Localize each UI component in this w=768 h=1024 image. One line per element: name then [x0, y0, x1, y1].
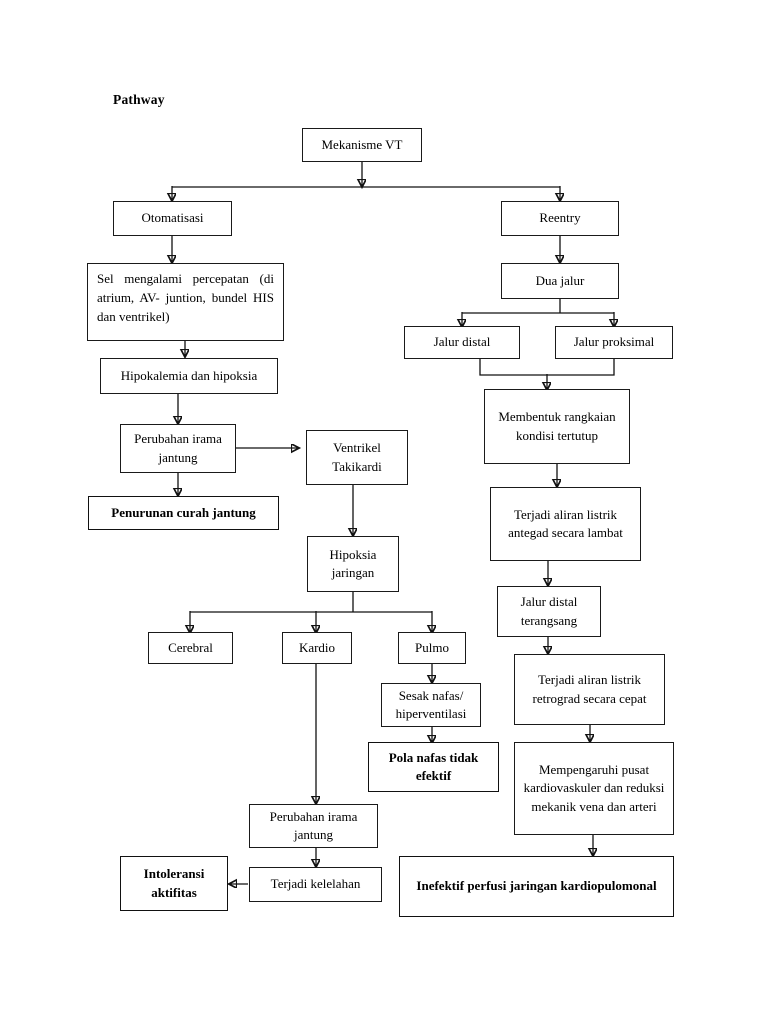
node-label: Terjadi aliran listrik retrograd secara …: [532, 672, 647, 706]
node-label: Hipoksia jaringan: [329, 546, 377, 580]
node-membentuk-rangkaian[interactable]: Membentuk rangkaian kondisi tertutup: [484, 389, 630, 464]
node-label: Dua jalur: [535, 272, 585, 288]
node-label: Jalur distal: [433, 334, 491, 350]
node-ventrikel-takikardi[interactable]: Ventrikel Takikardi: [306, 430, 408, 485]
node-terjadi-aliran-retrograd[interactable]: Terjadi aliran listrik retrograd secara …: [514, 654, 665, 725]
node-label: Inefektif perfusi jaringan kardiopulomon…: [416, 878, 657, 894]
node-otomatisasi[interactable]: Otomatisasi: [113, 201, 232, 236]
node-label: Sel mengalami percepatan (di atrium, AV-…: [97, 271, 274, 325]
node-perubahan-irama-jantung[interactable]: Perubahan irama jantung: [120, 424, 236, 473]
node-terjadi-aliran-antegad[interactable]: Terjadi aliran listrik antegad secara la…: [490, 487, 641, 561]
node-hipoksia-jaringan[interactable]: Hipoksia jaringan: [307, 536, 399, 592]
node-label: Mempengaruhi pusat kardiovaskuler dan re…: [523, 761, 665, 814]
node-mekanisme-vt[interactable]: Mekanisme VT: [302, 128, 422, 162]
node-label: Kardio: [298, 639, 336, 655]
node-label: Terjadi aliran listrik antegad secara la…: [508, 506, 623, 540]
node-dua-jalur[interactable]: Dua jalur: [501, 263, 619, 299]
node-label: Sesak nafas/ hiperventilasi: [395, 687, 467, 721]
node-label: Jalur distal terangsang: [520, 594, 578, 628]
node-sesak-nafas[interactable]: Sesak nafas/ hiperventilasi: [381, 683, 481, 727]
wire-jalur-merge: [479, 359, 615, 376]
node-label: Intoleransi aktifitas: [143, 866, 205, 900]
node-pulmo[interactable]: Pulmo: [398, 632, 466, 664]
node-label: Perubahan irama jantung: [269, 808, 358, 842]
node-label: Cerebral: [168, 639, 213, 655]
node-label: Perubahan irama jantung: [134, 431, 222, 465]
node-jalur-proksimal[interactable]: Jalur proksimal: [555, 326, 673, 359]
node-label: Terjadi kelelahan: [270, 876, 361, 892]
node-label: Reentry: [539, 210, 581, 226]
node-terjadi-kelelahan[interactable]: Terjadi kelelahan: [249, 867, 382, 902]
node-label: Hipokalemia dan hipoksia: [120, 367, 258, 383]
node-label: Membentuk rangkaian kondisi tertutup: [498, 409, 616, 443]
node-pola-nafas-tidak-efektif[interactable]: Pola nafas tidak efektif: [368, 742, 499, 792]
node-perubahan-irama-jantung-2[interactable]: Perubahan irama jantung: [249, 804, 378, 848]
node-label: Penurunan curah jantung: [111, 504, 256, 520]
node-hipokalemia-hipoksia[interactable]: Hipokalemia dan hipoksia: [100, 358, 278, 394]
node-kardio[interactable]: Kardio: [282, 632, 352, 664]
node-label: Mekanisme VT: [321, 136, 403, 152]
node-jalur-distal-terangsang[interactable]: Jalur distal terangsang: [497, 586, 601, 637]
node-label: Pola nafas tidak efektif: [388, 749, 479, 783]
node-cerebral[interactable]: Cerebral: [148, 632, 233, 664]
node-label: Pulmo: [415, 639, 449, 655]
page-title: Pathway: [113, 92, 165, 107]
node-reentry[interactable]: Reentry: [501, 201, 619, 236]
node-intoleransi-aktifitas[interactable]: Intoleransi aktifitas: [120, 856, 228, 911]
node-label: Jalur proksimal: [573, 334, 655, 350]
node-label: Ventrikel Takikardi: [332, 440, 382, 474]
node-mempengaruhi-pusat-kardiovaskuler[interactable]: Mempengaruhi pusat kardiovaskuler dan re…: [514, 742, 674, 835]
node-label: Otomatisasi: [141, 210, 204, 226]
node-penurunan-curah-jantung[interactable]: Penurunan curah jantung: [88, 496, 279, 530]
node-jalur-distal[interactable]: Jalur distal: [404, 326, 520, 359]
node-inefektif-perfusi-jaringan[interactable]: Inefektif perfusi jaringan kardiopulomon…: [399, 856, 674, 917]
node-sel-mengalami-percepatan[interactable]: Sel mengalami percepatan (di atrium, AV-…: [87, 263, 284, 341]
